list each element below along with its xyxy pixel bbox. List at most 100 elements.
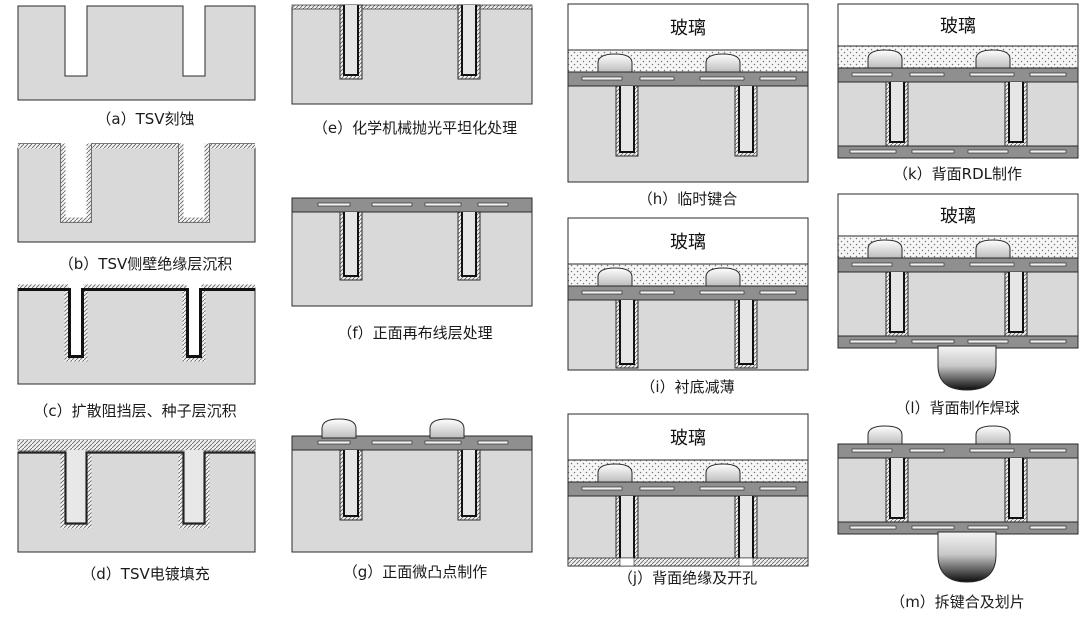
- silicon-substrate: [291, 7, 533, 105]
- caption-g: （g）正面微凸点制作: [342, 563, 488, 581]
- glass-carrier: [567, 413, 809, 461]
- silicon-substrate: [17, 147, 256, 243]
- rdl-trace: [639, 486, 675, 491]
- rdl-trace: [371, 202, 413, 207]
- caption-b: （b）TSV侧壁绝缘层沉积: [58, 255, 233, 273]
- silicon-substrate: [291, 449, 533, 553]
- tsv-copper-fill: [185, 450, 203, 522]
- step-g-front-bumps: [291, 418, 533, 553]
- step-k-backside-rdl: 玻璃: [837, 3, 1079, 159]
- micro-bump: [867, 49, 903, 69]
- step-e-cmp: [291, 4, 533, 105]
- tsv-via-copper: [621, 496, 633, 559]
- rdl-trace: [969, 448, 1015, 453]
- rdl-trace: [849, 149, 897, 154]
- backside-opening: [738, 557, 754, 567]
- backside-insulation: [567, 557, 809, 567]
- rdl-trace: [424, 202, 462, 207]
- copper-overburden-hatch: [18, 440, 255, 450]
- micro-bump: [597, 463, 633, 483]
- tsv-via-copper: [621, 86, 633, 151]
- step-c-barrier-seed: [17, 284, 256, 385]
- tsv-copper-fill: [67, 450, 85, 522]
- glass-label: 玻璃: [670, 232, 706, 253]
- tsv-via-copper: [740, 300, 752, 363]
- micro-bump: [705, 53, 741, 73]
- rdl-trace: [851, 262, 893, 267]
- rdl-trace: [1029, 448, 1067, 453]
- rdl-trace: [699, 290, 745, 295]
- backside-opening: [619, 557, 635, 567]
- micro-bump: [975, 49, 1011, 69]
- rdl-trace: [477, 202, 509, 207]
- thinned-silicon: [567, 299, 809, 371]
- rdl-trace: [967, 339, 1009, 344]
- step-h-temporary-bonding: 玻璃: [567, 3, 809, 183]
- rdl-trace: [371, 440, 413, 445]
- micro-bump: [429, 418, 465, 439]
- rdl-trace: [581, 290, 623, 295]
- seed-layer: [18, 451, 255, 525]
- seed-layer: [18, 288, 255, 358]
- rdl-trace: [581, 486, 623, 491]
- rdl-trace: [581, 76, 623, 81]
- rdl-trace: [909, 262, 945, 267]
- tsv-via-copper: [891, 82, 903, 141]
- thinned-silicon: [837, 271, 1079, 343]
- thinned-silicon: [567, 495, 809, 567]
- micro-bump: [975, 425, 1011, 445]
- caption-e: （e）化学机械抛光平坦化处理: [312, 119, 518, 137]
- step-l-solder-ball: 玻璃: [837, 193, 1079, 391]
- rdl-trace: [477, 440, 509, 445]
- rdl-trace: [967, 525, 1009, 530]
- glass-label: 玻璃: [670, 18, 706, 39]
- thinned-silicon: [837, 457, 1079, 529]
- backside-rdl-dielectric: [837, 145, 1079, 159]
- tsv-via-copper: [463, 212, 475, 275]
- rdl-trace: [1029, 262, 1067, 267]
- micro-bump: [705, 267, 741, 287]
- solder-ball: [937, 345, 997, 391]
- micro-bump: [597, 53, 633, 73]
- micro-bump: [705, 463, 741, 483]
- solder-ball: [937, 531, 997, 583]
- rdl-trace: [317, 440, 351, 445]
- caption-f: （f）正面再布线层处理: [337, 324, 493, 342]
- tsv-via-copper: [891, 272, 903, 331]
- step-d-plating-fill: [17, 439, 256, 553]
- insulation-liner: [18, 143, 255, 223]
- rdl-trace: [967, 149, 1009, 154]
- micro-bump: [975, 239, 1011, 259]
- rdl-trace: [911, 339, 955, 344]
- rdl-trace: [1029, 525, 1067, 530]
- rdl-trace: [639, 76, 675, 81]
- micro-bump: [867, 239, 903, 259]
- micro-bump: [597, 267, 633, 287]
- step-m-debond-dice: [837, 425, 1079, 583]
- caption-a: （a）TSV刻蚀: [96, 110, 195, 128]
- micro-bump: [321, 418, 357, 439]
- rdl-trace: [317, 202, 351, 207]
- caption-j: （j）背面绝缘及开孔: [617, 569, 758, 587]
- rdl-trace: [1029, 149, 1067, 154]
- tsv-via-copper: [345, 450, 357, 515]
- rdl-trace: [1029, 339, 1067, 344]
- rdl-trace: [849, 525, 897, 530]
- glass-label: 玻璃: [940, 16, 976, 37]
- tsv-via-copper: [621, 300, 633, 363]
- rdl-trace: [699, 486, 745, 491]
- rdl-trace: [851, 448, 893, 453]
- rdl-trace: [759, 290, 797, 295]
- silicon-substrate: [291, 211, 533, 307]
- tsv-via-copper: [1010, 272, 1022, 331]
- step-f-front-rdl: [291, 197, 533, 307]
- rdl-trace: [851, 72, 893, 77]
- tsv-via-copper: [345, 212, 357, 275]
- rdl-trace: [849, 339, 897, 344]
- tsv-via-copper: [891, 458, 903, 517]
- silicon-substrate: [17, 287, 256, 385]
- rdl-trace: [969, 72, 1015, 77]
- micro-bump: [867, 425, 903, 445]
- caption-i: （i）衬底减薄: [640, 378, 735, 396]
